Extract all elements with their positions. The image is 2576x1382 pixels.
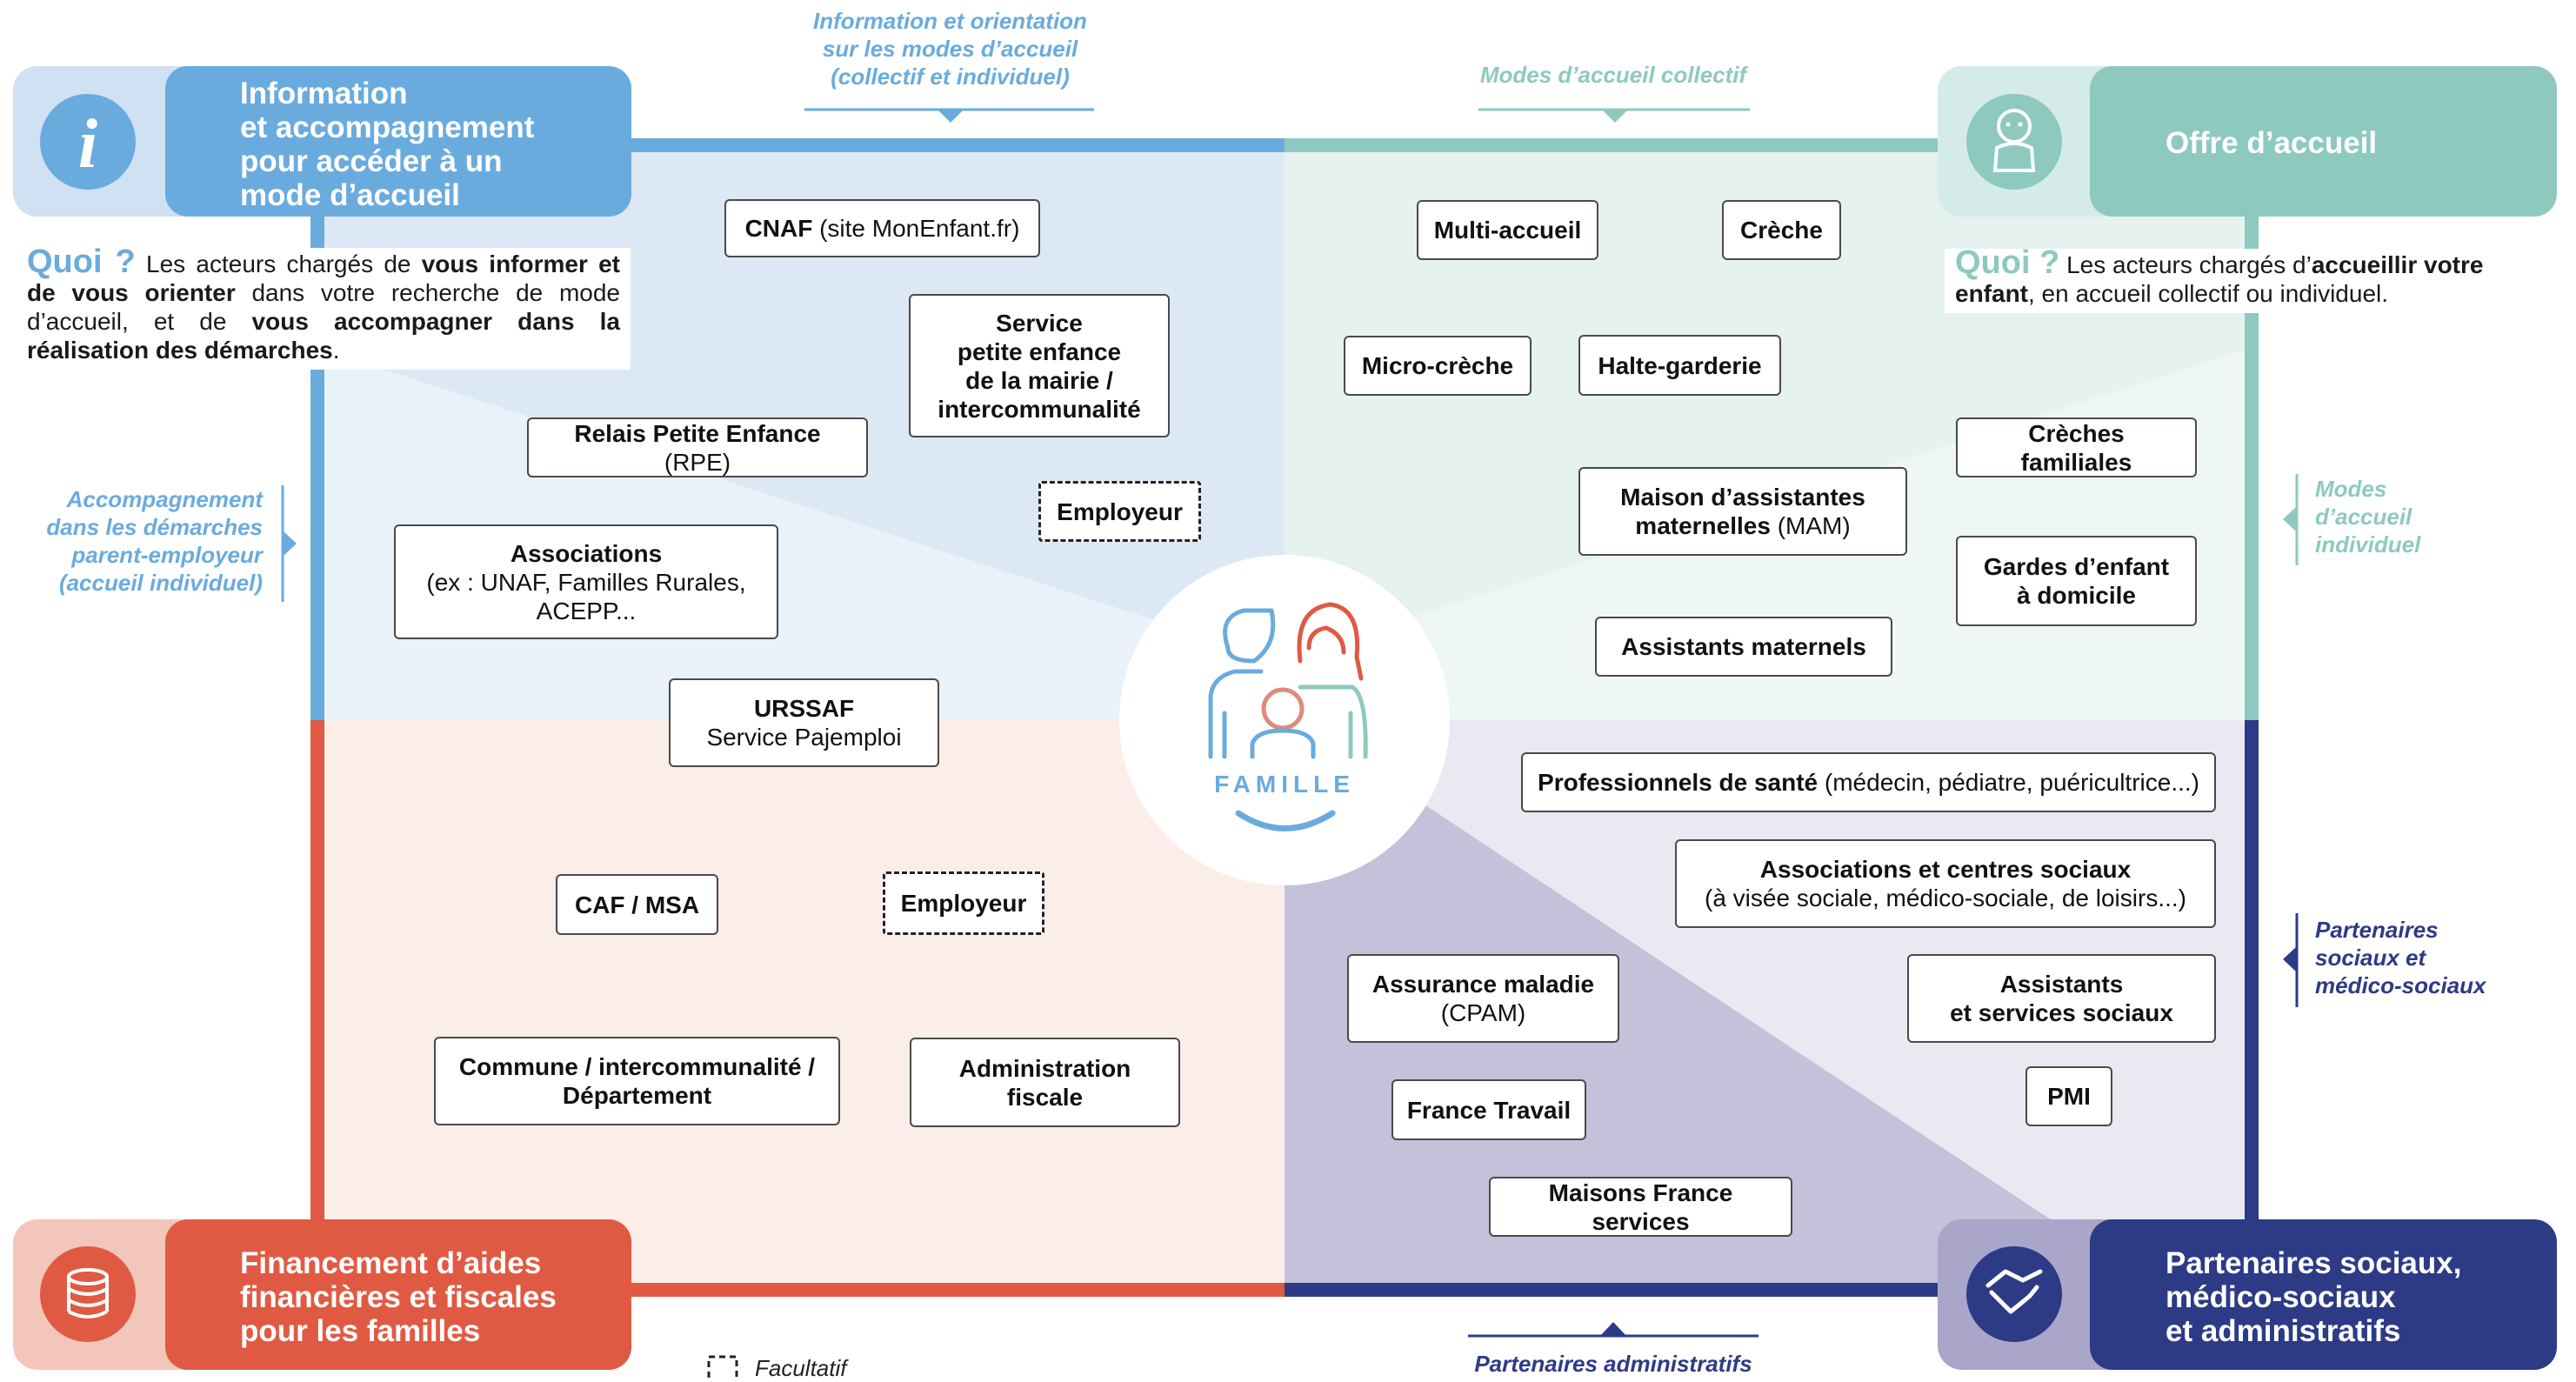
label-partenaires-administratifs: Partenaires administratifs	[1474, 1351, 1752, 1377]
box-assurance-maladie: Assurance maladie(CPAM)	[1347, 954, 1619, 1043]
box-employeur-financement: Employeur	[883, 871, 1044, 935]
box-pmi: PMI	[2025, 1066, 2112, 1126]
label-modes-accueil-individuel: Modes d’accueil individuel	[2315, 476, 2421, 557]
famille-label: FAMILLE	[1214, 771, 1355, 798]
banner-financement-title: Financement d’aides financières et fisca…	[240, 1246, 557, 1348]
zone-partenaires-administratifs	[1285, 783, 2157, 1290]
box-gardes-enfant-domicile: Gardes d’enfant à domicile	[1956, 536, 2197, 626]
quoi-right-text: Quoi ? Les acteurs chargés d’accueillir …	[1945, 246, 2557, 313]
banner-part-right	[2090, 1219, 2557, 1370]
box-administration-fiscale: Administration fiscale	[910, 1038, 1180, 1127]
banner-info-right	[165, 66, 631, 217]
box-multi-accueil: Multi-accueil	[1417, 200, 1598, 260]
family-icon	[1208, 602, 1368, 831]
baby-icon	[1966, 94, 2062, 190]
box-halte-garderie: Halte-garderie	[1578, 335, 1781, 396]
banner-fin-right	[165, 1219, 631, 1370]
coins-icon	[40, 1246, 136, 1342]
handshake-icon	[1966, 1246, 2062, 1342]
info-icon	[40, 94, 136, 190]
zone-financement	[317, 720, 1285, 1290]
svg-text:i: i	[78, 106, 97, 183]
box-creches-familiales: Crèches familiales	[1956, 417, 2197, 477]
label-accompagnement-demarches: Accompagnement dans les démarches parent…	[46, 486, 263, 596]
quoi-left-heading: Quoi ?	[27, 244, 136, 280]
box-creche: Crèche	[1722, 200, 1841, 260]
box-maisons-france-services: Maisons France services	[1489, 1177, 1792, 1237]
box-france-travail: France Travail	[1391, 1079, 1586, 1140]
legend-facultatif: Facultatif	[755, 1355, 847, 1381]
banner-offre-title: Offre d’accueil	[2166, 126, 2378, 160]
banner-info-title: Information et accompagnement pour accéd…	[240, 77, 535, 212]
box-associations-centres-sociaux: Associations et centres sociaux(à visée …	[1675, 839, 2216, 928]
family-circle	[1119, 555, 1450, 885]
quoi-right-heading: Quoi ?	[1955, 244, 2060, 281]
banner-partenaires-title: Partenaires sociaux, médico-sociaux et a…	[2166, 1246, 2462, 1348]
box-mam: Maison d’assistantes maternelles (MAM)	[1578, 467, 1907, 556]
box-relais-petite-enfance: Relais Petite Enfance (RPE)	[527, 417, 868, 477]
box-associations: Associations(ex : UNAF, Familles Rurales…	[394, 524, 778, 639]
box-commune: Commune / intercommunalité / Département	[434, 1037, 840, 1125]
box-professionnels-sante: Professionnels de santé (médecin, pédiat…	[1521, 752, 2216, 812]
quoi-left-text: Quoi ? Les acteurs chargés de vous infor…	[13, 245, 631, 370]
box-micro-creche: Micro-crèche	[1344, 336, 1532, 396]
box-assistants-maternels: Assistants maternels	[1595, 617, 1892, 677]
box-caf-msa: CAF / MSA	[556, 874, 718, 935]
banner-offre-right	[2090, 66, 2557, 217]
box-employeur-information: Employeur	[1038, 481, 1201, 542]
label-information-orientation: Information et orientation sur les modes…	[813, 8, 1087, 90]
label-modes-accueil-collectif: Modes d’accueil collectif	[1479, 62, 1747, 88]
box-service-petite-enfance: Service petite enfance de la mairie / in…	[909, 294, 1170, 437]
label-partenaires-sociaux: Partenaires sociaux et médico-sociaux	[2315, 917, 2486, 998]
box-cnaf: CNAF (site MonEnfant.fr)	[724, 199, 1040, 257]
box-services-sociaux: Assistants et services sociaux	[1907, 954, 2216, 1043]
legend-swatch	[707, 1355, 738, 1379]
